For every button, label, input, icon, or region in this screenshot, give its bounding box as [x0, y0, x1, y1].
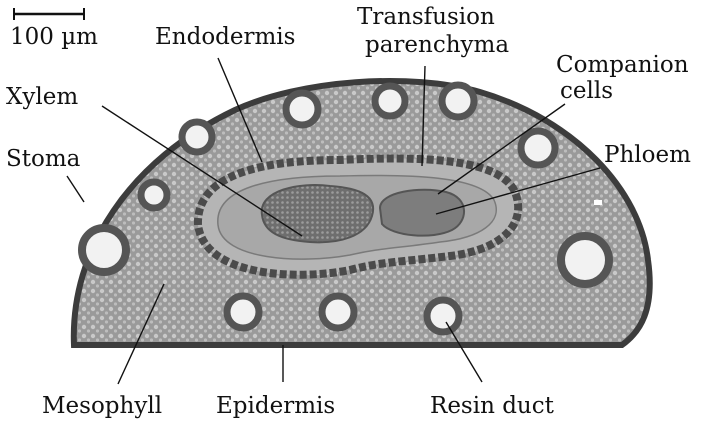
stoma	[345, 72, 350, 79]
label-mesophyll: Mesophyll	[42, 393, 162, 419]
resin-duct	[442, 85, 474, 117]
stoma	[80, 202, 88, 207]
label-resin-duct: Resin duct	[430, 393, 555, 419]
label-cells: cells	[560, 78, 613, 104]
resin-duct	[322, 296, 354, 328]
label-transfusion: Transfusion	[357, 4, 495, 30]
resin-duct	[141, 182, 167, 208]
label-stoma: Stoma	[6, 146, 81, 172]
resin-duct	[286, 93, 318, 125]
resin-duct	[82, 228, 126, 272]
label-endodermis: Endodermis	[155, 24, 295, 50]
label-phloem: Phloem	[604, 142, 691, 168]
scale-bar-label: 100 µm	[10, 24, 98, 50]
stoma-leader	[67, 176, 84, 202]
label-parenchyma: parenchyma	[365, 32, 509, 58]
resin-duct	[561, 236, 609, 284]
label-xylem: Xylem	[6, 84, 78, 110]
resin-duct	[521, 131, 555, 165]
resin-duct	[427, 300, 459, 332]
label-companion: Companion	[556, 52, 689, 78]
phloem-tissue	[380, 190, 464, 236]
resin-duct	[182, 122, 212, 152]
label-epidermis: Epidermis	[216, 393, 335, 419]
stoma	[594, 200, 602, 205]
resin-duct	[227, 296, 259, 328]
xylem-tissue	[262, 185, 373, 242]
resin-duct	[375, 86, 405, 116]
